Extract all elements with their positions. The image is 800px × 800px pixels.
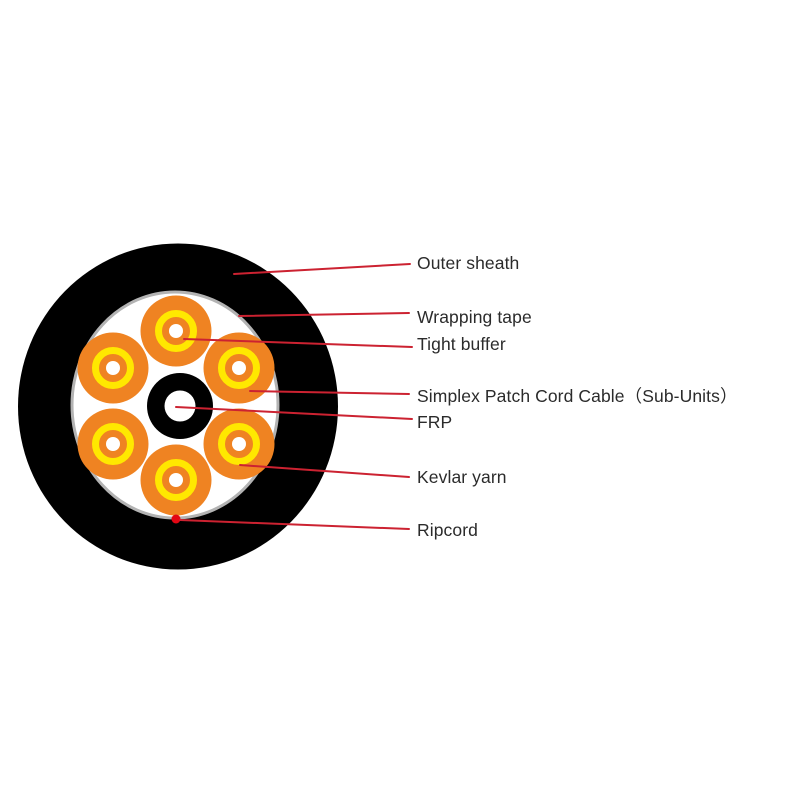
sub-unit-bottom-left bbox=[77, 408, 149, 480]
tight-buffer-ring bbox=[92, 423, 134, 465]
leader-line-tight-buffer bbox=[183, 338, 413, 348]
label-wrapping-tape: Wrapping tape bbox=[417, 307, 532, 327]
tight-buffer-ring bbox=[155, 459, 197, 501]
sub-unit-top-right bbox=[203, 332, 275, 404]
fiber-dot bbox=[232, 437, 246, 451]
label-kevlar-yarn: Kevlar yarn bbox=[417, 467, 507, 487]
ripcord-dot bbox=[171, 514, 181, 524]
fiber-dot bbox=[232, 361, 246, 375]
fiber-dot bbox=[106, 437, 120, 451]
frp-member bbox=[147, 373, 213, 439]
tight-buffer-ring bbox=[218, 423, 260, 465]
sub-unit-top-left bbox=[77, 332, 149, 404]
fiber-dot bbox=[169, 324, 183, 338]
leader-line-outer-sheath bbox=[233, 263, 411, 275]
leader-line-ripcord bbox=[179, 519, 410, 530]
tight-buffer-ring bbox=[155, 310, 197, 352]
label-ripcord: Ripcord bbox=[417, 520, 479, 540]
fiber-dot bbox=[169, 473, 183, 487]
fiber-dot bbox=[106, 361, 120, 375]
cable-cross-section bbox=[18, 243, 338, 570]
leader-line-frp bbox=[175, 406, 413, 420]
label-tight-buffer: Tight buffer bbox=[417, 334, 506, 354]
leader-line-simplex-patch-cord-cable bbox=[249, 390, 410, 395]
tight-buffer-ring bbox=[92, 347, 134, 389]
sub-unit-bottom bbox=[140, 444, 212, 516]
sub-unit-bottom-right bbox=[203, 408, 275, 480]
leader-line-wrapping-tape bbox=[238, 312, 410, 317]
label-frp: FRP bbox=[417, 412, 453, 432]
leader-lines bbox=[175, 263, 413, 530]
leader-line-kevlar-yarn bbox=[239, 464, 410, 478]
label-simplex-patch-cord-cable: Simplex Patch Cord Cable（Sub-Units） bbox=[417, 386, 738, 406]
tight-buffer-ring bbox=[218, 347, 260, 389]
sub-unit-top bbox=[140, 295, 212, 367]
frp-core bbox=[164, 390, 196, 422]
label-outer-sheath: Outer sheath bbox=[417, 253, 520, 273]
